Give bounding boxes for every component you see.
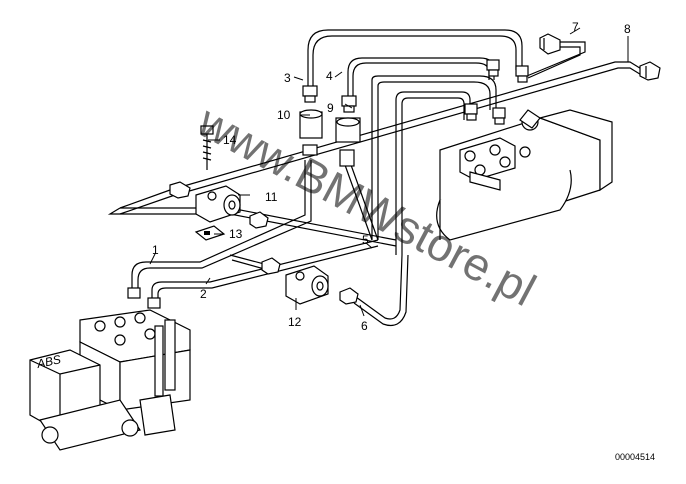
- diagram-part-number: 00004514: [615, 452, 655, 462]
- callout-1: 1: [152, 243, 159, 257]
- callout-12: 12: [288, 315, 302, 329]
- callout-5: 5: [362, 233, 369, 247]
- callout-3: 3: [284, 71, 291, 85]
- callout-2: 2: [200, 287, 207, 301]
- callout-7: 7: [572, 20, 579, 34]
- brackets: [194, 125, 329, 305]
- abs-label: ABS: [35, 352, 62, 371]
- callout-6: 6: [361, 319, 368, 333]
- callout-leaders: [149, 27, 629, 317]
- fittings: [127, 33, 661, 309]
- brake-pipes: [107, 29, 644, 327]
- abs-hydraulic-unit: ABS: [29, 309, 191, 451]
- callout-11: 11: [265, 190, 278, 204]
- callout-4: 4: [326, 69, 333, 83]
- callout-numbers: 1 2 3 4 5 6 7 8 9 10 11 12 13 14: [152, 20, 631, 333]
- callout-8: 8: [624, 22, 631, 36]
- callout-10: 10: [277, 108, 291, 122]
- callout-13: 13: [229, 227, 243, 241]
- pressure-unit-right: [436, 109, 613, 241]
- callout-9: 9: [327, 101, 334, 115]
- callout-14: 14: [223, 133, 237, 147]
